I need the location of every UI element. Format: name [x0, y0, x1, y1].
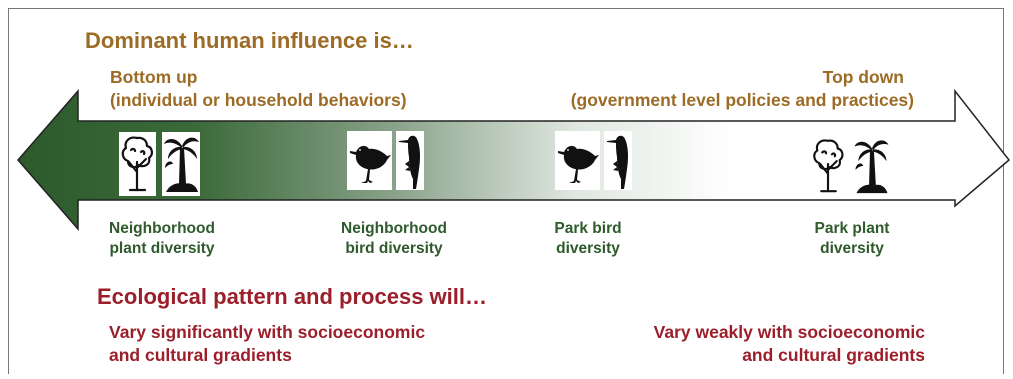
bottom-up-description: (individual or household behaviors) — [110, 90, 407, 110]
top-down-description: (government level policies and practices… — [570, 90, 914, 110]
neighborhood-bird-diversity-label: Neighborhood bird diversity — [312, 219, 476, 259]
header-title: Dominant human influence is… — [85, 28, 414, 53]
label-line: diversity — [556, 240, 620, 257]
label-line: Park bird — [554, 220, 622, 237]
neighborhood-plant-diversity-label: Neighborhood plant diversity — [80, 219, 244, 259]
tree-icon — [810, 135, 847, 197]
bird-icon — [555, 131, 600, 190]
label-line: Park plant — [814, 220, 890, 237]
vary-significantly-line2: and cultural gradients — [109, 345, 292, 365]
woodpecker-icon — [604, 131, 632, 190]
label-line: diversity — [820, 240, 884, 257]
vary-weakly-line1: Vary weakly with socioeconomic — [653, 322, 925, 342]
label-line: Neighborhood — [341, 220, 447, 237]
palm-tree-icon — [852, 135, 890, 197]
tree-icon — [119, 132, 156, 196]
label-line: Neighborhood — [109, 220, 215, 237]
bird-icon — [347, 131, 392, 190]
footer-title: Ecological pattern and process will… — [97, 284, 487, 309]
bottom-up-label: Bottom up — [110, 67, 198, 87]
palm-tree-icon — [162, 132, 200, 196]
top-down-label: Top down — [822, 67, 904, 87]
park-bird-diversity-label: Park bird diversity — [518, 219, 658, 259]
vary-significantly-line1: Vary significantly with socioeconomic — [109, 322, 426, 342]
figure-frame — [8, 8, 1004, 374]
woodpecker-icon — [396, 131, 424, 190]
label-line: plant diversity — [109, 240, 215, 257]
label-line: bird diversity — [345, 240, 443, 257]
vary-weakly-line2: and cultural gradients — [742, 345, 925, 365]
park-plant-diversity-label: Park plant diversity — [782, 219, 922, 259]
